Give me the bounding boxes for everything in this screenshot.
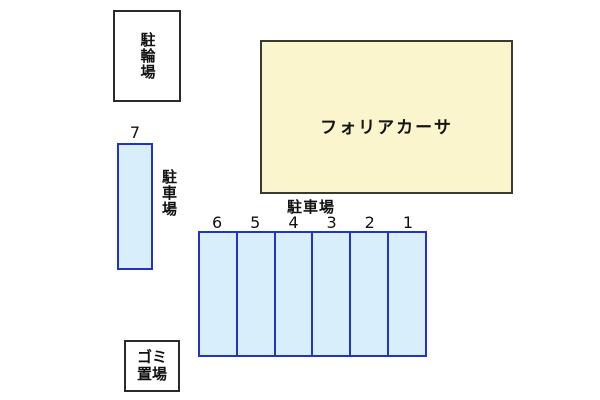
garbage-area-box: ゴミ 置場 <box>124 340 180 392</box>
parking-stall-number-5: 5 <box>250 213 261 232</box>
parking-stall-7 <box>117 143 153 270</box>
parking-lot-label-horizontal: 駐車場 <box>287 198 336 216</box>
garbage-area-label-line2: 置場 <box>136 365 167 383</box>
parking-lot-label-vertical: 駐車場 <box>160 169 178 217</box>
parking-stall-6 <box>200 233 238 355</box>
parking-stall-number-4: 4 <box>288 213 299 232</box>
building-name: フォリアカーサ <box>320 117 453 138</box>
parking-stall-row <box>198 231 427 357</box>
garbage-area-label-line1: ゴミ <box>136 348 167 366</box>
building-block: フォリアカーサ <box>260 40 513 194</box>
parking-stall-number-6: 6 <box>211 213 223 232</box>
parking-row-numbers: 6 5 4 3 2 1 <box>198 213 427 233</box>
garbage-area-label: ゴミ 置場 <box>137 349 167 383</box>
parking-stall-2 <box>351 233 390 355</box>
parking-stall-5 <box>237 233 276 355</box>
parking-stall-4 <box>275 233 314 355</box>
parking-stall-1 <box>389 233 425 355</box>
bicycle-parking-box: 駐輪場 <box>113 10 181 102</box>
bicycle-parking-label: 駐輪場 <box>138 32 157 80</box>
parking-stall-number-2: 2 <box>364 213 375 232</box>
parking-stall-number-7: 7 <box>129 123 141 142</box>
parking-stall-number-3: 3 <box>326 213 337 232</box>
parking-stall-3 <box>313 233 352 355</box>
parking-stall-number-1: 1 <box>402 213 414 232</box>
